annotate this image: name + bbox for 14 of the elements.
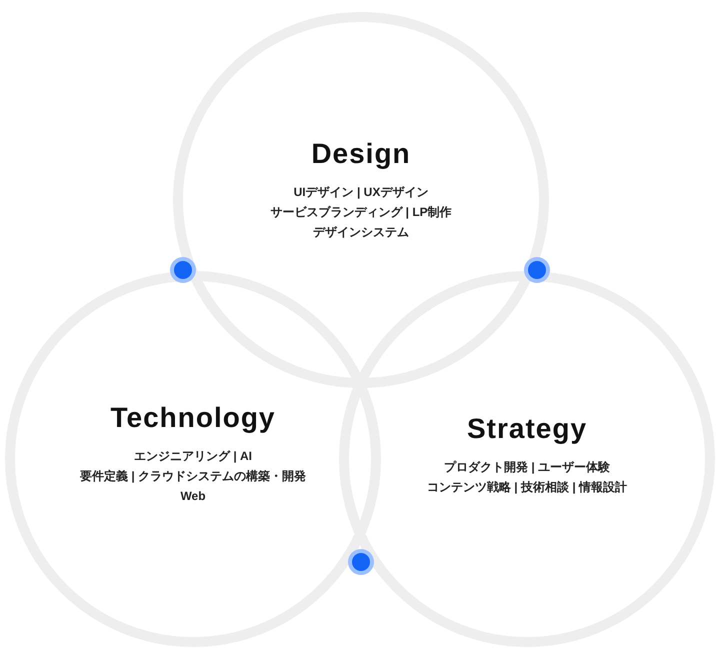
circle-heading: Strategy (466, 413, 588, 445)
venn-circle (5, 271, 381, 647)
service-list: Web (180, 486, 206, 506)
service-list: コンテンツ戦略 | 技術相談 | 情報設計 (426, 477, 628, 497)
circle-heading: Technology (110, 402, 276, 434)
service-list: デザインシステム (313, 222, 409, 242)
venn-circle (339, 271, 715, 647)
service-list: 要件定義 | クラウドシステムの構築・開発 (80, 466, 306, 486)
service-list: エンジニアリング | AI (134, 446, 252, 466)
service-list: プロダクト開発 | ユーザー体験 (444, 457, 610, 477)
service-list: サービスブランディング | LP制作 (270, 202, 452, 222)
venn-circle (173, 12, 549, 388)
circle-heading: Design (311, 138, 411, 170)
service-list: UIデザイン | UXデザイン (294, 182, 428, 202)
